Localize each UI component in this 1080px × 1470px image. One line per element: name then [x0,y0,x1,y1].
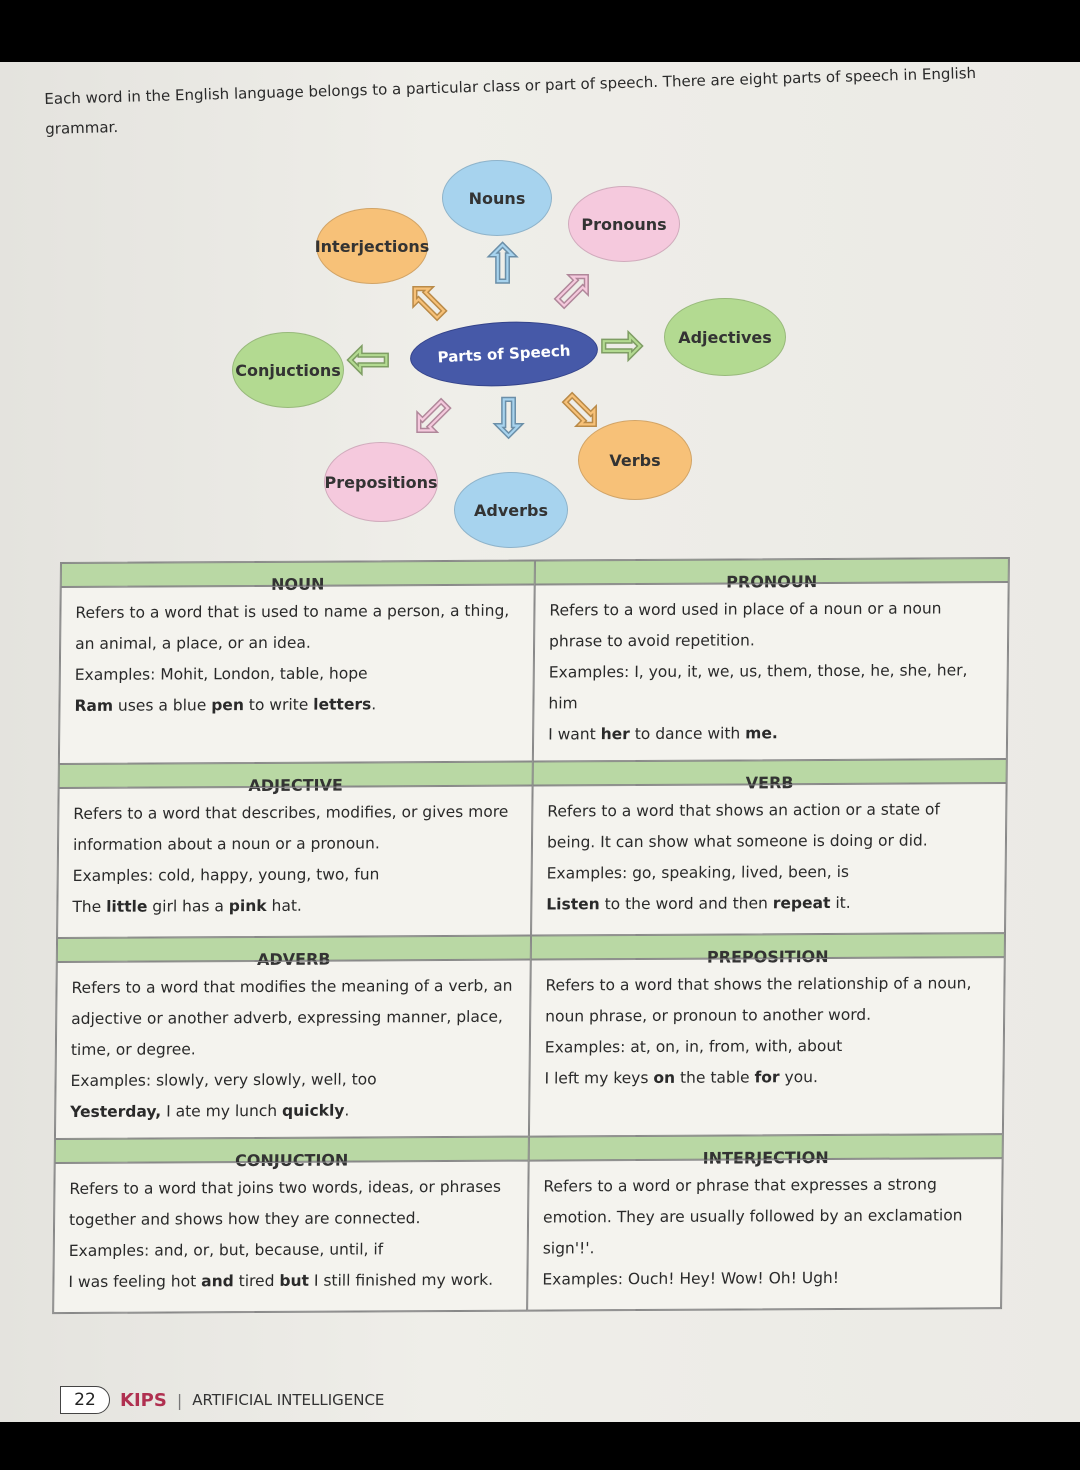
bubble-adjectives: Adjectives [664,298,786,376]
conjuction-examples: Examples: and, or, but, because, until, … [68,1240,384,1260]
table-row: Refers to a word that describes, modifie… [57,783,1007,939]
page-number: 22 [60,1386,110,1414]
pronoun-definition: Refers to a word used in place of a noun… [549,599,942,651]
header-conjuction: CONJUCTION [54,1136,529,1170]
table-row: Refers to a word that is used to name a … [58,582,1009,765]
cell-adjective: Refers to a word that describes, modifie… [57,785,533,939]
table-row: Refers to a word that modifies the meani… [54,957,1005,1140]
noun-definition: Refers to a word that is used to name a … [75,601,510,653]
pronoun-sentence: I want her to dance with me. [548,724,778,744]
bubble-adverbs: Adverbs [454,472,568,548]
arrow-up-left-icon: ⬁ [407,269,454,332]
adverb-sentence: Yesterday, I ate my lunch quickly. [70,1101,350,1121]
arrow-up-icon: ⇧ [479,233,526,296]
cell-verb: Refers to a word that shows an action or… [531,783,1007,936]
cell-preposition: Refers to a word that shows the relation… [528,957,1005,1137]
bubble-verbs: Verbs [578,420,692,500]
intro-paragraph: Each word in the English language belong… [44,63,977,138]
adjective-examples: Examples: cold, happy, young, two, fun [72,865,380,885]
verb-examples: Examples: go, speaking, lived, been, is [546,862,850,883]
conjuction-definition: Refers to a word that joins two words, i… [69,1177,502,1229]
cell-pronoun: Refers to a word used in place of a noun… [532,582,1009,762]
parts-of-speech-table: NOUN PRONOUN Refers to a word that is us… [52,557,1010,1315]
interjection-definition: Refers to a word or phrase that expresse… [542,1175,963,1258]
header-adverb: ADVERB [56,935,532,969]
table-row: Refers to a word that joins two words, i… [53,1158,1003,1314]
preposition-definition: Refers to a word that shows the relation… [545,974,972,1026]
verb-definition: Refers to a word that shows an action or… [546,800,941,852]
interjection-examples: Examples: Ouch! Hey! Wow! Oh! Ugh! [542,1268,840,1289]
bubble-prepositions: Prepositions [324,442,438,522]
header-adjective: ADJECTIVE [58,761,533,795]
brand-logo: KIPS [120,1389,167,1411]
preposition-sentence: I left my keys on the table for you. [544,1068,819,1088]
pronoun-examples: Examples: I, you, it, we, us, them, thos… [548,661,968,713]
conjuction-sentence: I was feeling hot and tired but I still … [68,1270,494,1291]
preposition-examples: Examples: at, on, in, from, with, about [544,1036,843,1057]
bubble-pronouns: Pronouns [568,186,680,262]
noun-examples: Examples: Mohit, London, table, hope [74,664,368,684]
adjective-definition: Refers to a word that describes, modifie… [72,802,509,854]
cell-adverb: Refers to a word that modifies the meani… [54,959,531,1140]
bubble-conjuctions: Conjuctions [232,332,344,408]
arrow-down-left-icon: ⬃ [411,381,458,444]
arrow-right-icon: ⇨ [599,313,646,376]
arrow-down-right-icon: ⬂ [555,375,602,438]
header-pronoun: PRONOUN [534,558,1009,592]
bubble-interjections: Interjections [315,208,429,284]
arrow-left-icon: ⇦ [345,327,392,390]
cell-noun: Refers to a word that is used to name a … [58,584,535,765]
footer-separator: | [176,1390,183,1410]
bubble-nouns: Nouns [442,160,552,236]
header-noun: NOUN [60,560,535,594]
header-interjection: INTERJECTION [528,1134,1003,1168]
cell-conjuction: Refers to a word that joins two words, i… [53,1160,529,1314]
adverb-definition: Refers to a word that modifies the meani… [70,976,513,1059]
header-verb: VERB [532,759,1007,792]
arrow-up-right-icon: ⬀ [547,257,594,320]
page-footer: 22 KIPS | ARTIFICIAL INTELLIGENCE [60,1386,384,1414]
arrow-down-icon: ⇩ [485,387,532,450]
cell-interjection: Refers to a word or phrase that expresse… [527,1158,1003,1311]
adjective-sentence: The little girl has a pink hat. [72,896,302,916]
verb-sentence: Listen to the word and then repeat it. [546,893,851,914]
book-page: Each word in the English language belong… [0,62,1080,1422]
book-subject: ARTIFICIAL INTELLIGENCE [192,1391,385,1409]
header-preposition: PREPOSITION [530,933,1006,967]
adverb-examples: Examples: slowly, very slowly, well, too [70,1070,377,1090]
noun-sentence: Ram uses a blue pen to write letters. [74,695,377,715]
